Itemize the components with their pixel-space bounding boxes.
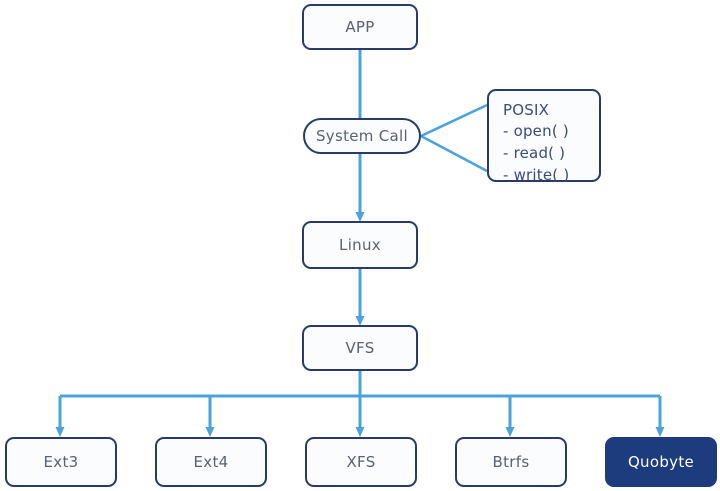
posix-item-open: - open( )	[503, 122, 569, 140]
node-fs-xfs[interactable]: XFS	[305, 437, 417, 487]
posix-item-write: - write( )	[503, 166, 570, 184]
node-system-call[interactable]: System Call	[303, 118, 421, 154]
link-system-call-to-posix-bottom	[420, 134, 488, 173]
posix-callout: POSIX - open( ) - read( ) - write( )	[487, 89, 601, 184]
node-linux-label: Linux	[339, 236, 381, 254]
node-fs-xfs-label: XFS	[346, 453, 376, 471]
node-fs-btrfs-label: Btrfs	[492, 453, 530, 471]
node-app[interactable]: APP	[302, 4, 418, 50]
node-fs-quobyte-label: Quobyte	[627, 453, 695, 471]
node-linux[interactable]: Linux	[302, 221, 418, 269]
posix-item-read: - read( )	[503, 144, 566, 162]
node-fs-ext4[interactable]: Ext4	[155, 437, 267, 487]
node-vfs-label: VFS	[345, 339, 375, 357]
node-fs-btrfs[interactable]: Btrfs	[455, 437, 567, 487]
node-app-label: APP	[345, 18, 375, 36]
posix-title: POSIX	[503, 101, 550, 119]
node-system-call-label: System Call	[315, 127, 408, 145]
node-fs-ext3-label: Ext3	[43, 453, 79, 471]
link-system-call-to-posix-top	[420, 103, 488, 138]
node-fs-ext4-label: Ext4	[193, 453, 229, 471]
node-fs-ext3[interactable]: Ext3	[5, 437, 117, 487]
node-vfs[interactable]: VFS	[302, 325, 418, 371]
node-fs-quobyte[interactable]: Quobyte	[605, 437, 717, 487]
